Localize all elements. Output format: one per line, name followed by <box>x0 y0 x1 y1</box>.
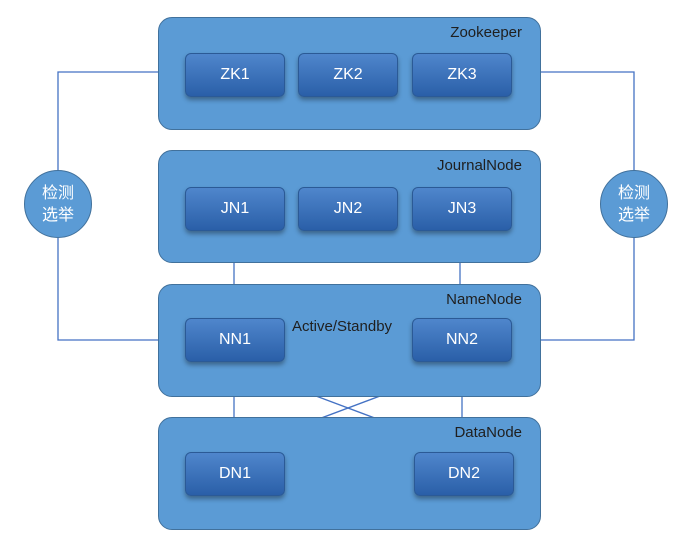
zk3-node: ZK3 <box>412 53 512 97</box>
jn2-node: JN2 <box>298 187 398 231</box>
nn1-node: NN1 <box>185 318 285 362</box>
left-zk-to-election-line <box>57 71 158 170</box>
right-election-circle: 检测选举 <box>600 170 668 238</box>
jn1-node: JN1 <box>185 187 285 231</box>
zk1-node: ZK1 <box>185 53 285 97</box>
zookeeper-title: Zookeeper <box>450 24 522 41</box>
left-election-circle: 检测选举 <box>24 170 92 238</box>
jn3-node: JN3 <box>412 187 512 231</box>
left-election-to-nn1-arrow <box>57 238 184 344</box>
right-zk-to-election-line <box>540 71 635 170</box>
namenode-title: NameNode <box>446 291 522 308</box>
zk2-node: ZK2 <box>298 53 398 97</box>
dn2-node: DN2 <box>414 452 514 496</box>
dn1-node: DN1 <box>185 452 285 496</box>
active-standby-label: Active/Standby <box>292 318 393 335</box>
right-election-to-nn2-arrow <box>512 238 635 344</box>
datanode-title: DataNode <box>454 424 522 441</box>
journalnode-title: JournalNode <box>436 157 522 174</box>
nn2-node: NN2 <box>412 318 512 362</box>
